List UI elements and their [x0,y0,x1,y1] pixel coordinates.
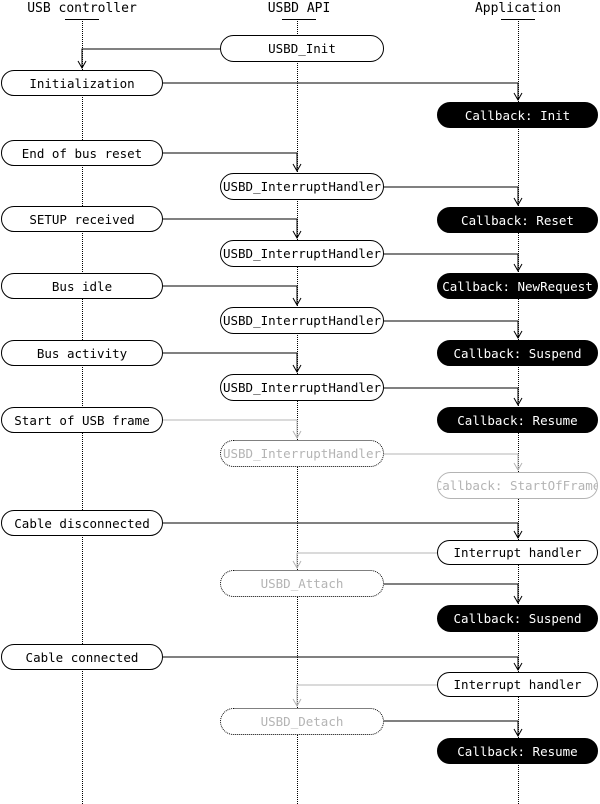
arrow-bus-activity-to-interrupthandler [163,352,302,374]
header-underline [282,19,316,20]
api-box-usbd-interrupthandler-2: USBD_InterruptHandler [220,240,384,267]
column-header-application: Application [474,1,562,16]
arrow-interrupthandler-to-callback-reset [384,186,523,207]
arrow-cable-connected-to-interrupt-handler [163,656,523,672]
callback-box-newrequest: Callback: NewRequest [437,273,598,299]
arrow-interrupt-handler-to-usbd-detach-gray [292,684,437,708]
arrow-cable-disconnected-to-interrupt-handler [163,522,523,540]
event-box-bus-idle: Bus idle [1,273,163,299]
column-header-usb-controller: USB controller [27,1,137,16]
api-box-usbd-attach: USBD_Attach [220,570,384,597]
arrow-usbd-detach-to-callback-resume [384,720,523,738]
arrow-interrupthandler-to-callback-startofframe-gray [384,453,523,472]
lifeline-usbd-api [297,21,298,804]
callback-box-resume: Callback: Resume [437,407,598,433]
callback-box-suspend-2: Callback: Suspend [437,605,598,632]
interrupt-handler-box-1: Interrupt handler [437,540,598,565]
column-header-usbd-api: USBD API [267,1,331,16]
api-box-usbd-detach: USBD_Detach [220,708,384,735]
header-underline [65,19,99,20]
callback-box-suspend: Callback: Suspend [437,340,598,366]
header-underline [501,19,535,20]
arrow-initialization-to-callback-init [163,82,523,102]
arrow-usbd-init-to-initialization [77,48,220,70]
event-box-cable-connected: Cable connected [1,644,163,670]
event-box-end-of-bus-reset: End of bus reset [1,140,163,166]
api-box-usbd-interrupthandler-3: USBD_InterruptHandler [220,307,384,334]
callback-box-reset: Callback: Reset [437,207,598,233]
arrow-interrupt-handler-to-usbd-attach-gray [292,552,437,570]
event-box-cable-disconnected: Cable disconnected [1,510,163,536]
api-box-usbd-interrupthandler-4: USBD_InterruptHandler [220,374,384,401]
arrow-setup-received-to-interrupthandler [163,218,302,240]
arrow-usbd-attach-to-callback-suspend [384,583,523,605]
event-box-setup-received: SETUP received [1,206,163,232]
arrow-interrupthandler-to-callback-suspend [384,320,523,340]
arrow-interrupthandler-to-callback-resume [384,387,523,407]
callback-box-startofframe-inactive: Callback: StartOfFrame [437,472,598,499]
callback-box-init: Callback: Init [437,102,598,128]
event-box-start-of-usb-frame: Start of USB frame [1,407,163,433]
event-box-initialization: Initialization [1,70,163,96]
api-box-usbd-interrupthandler-1: USBD_InterruptHandler [220,173,384,200]
arrow-interrupthandler-to-callback-newrequest [384,253,523,273]
event-box-bus-activity: Bus activity [1,340,163,366]
arrow-bus-idle-to-interrupthandler [163,285,302,307]
arrow-start-of-frame-to-interrupthandler-gray [163,419,302,440]
api-box-usbd-init: USBD_Init [220,35,384,62]
interrupt-handler-box-2: Interrupt handler [437,672,598,697]
arrow-end-of-bus-reset-to-interrupthandler [163,152,302,173]
callback-box-resume-2: Callback: Resume [437,738,598,764]
api-box-usbd-interrupthandler-inactive: USBD_InterruptHandler [220,440,384,467]
